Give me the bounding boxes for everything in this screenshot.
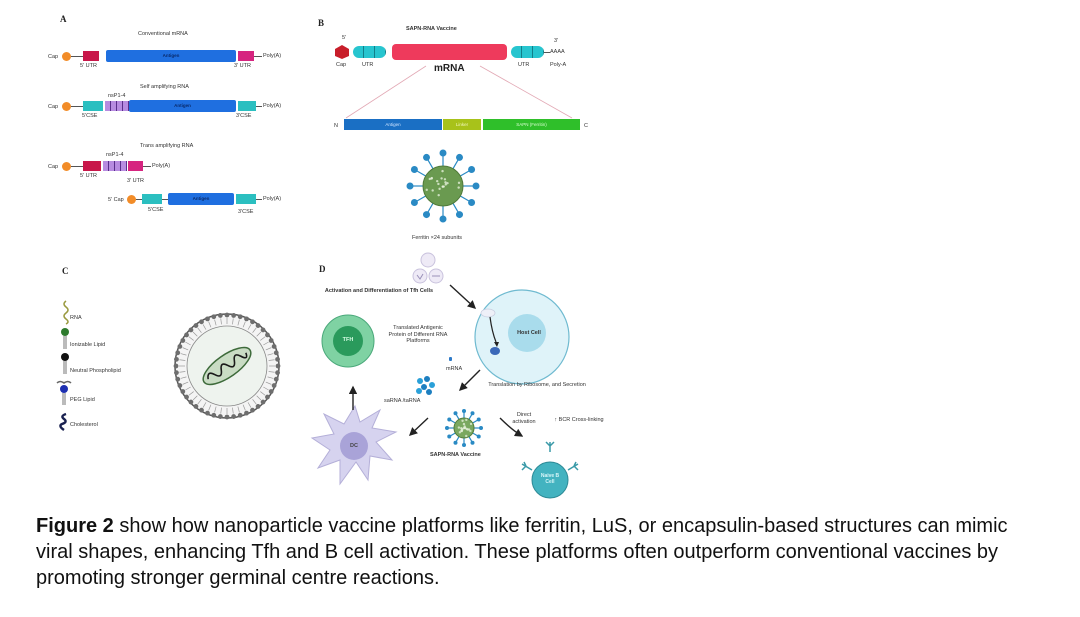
conventional-mrna-title: Conventional mRNA [138, 31, 188, 37]
ferritin-nanoparticle-icon [405, 148, 481, 224]
nsp-label: nsP1-4 [106, 152, 123, 158]
polya-label: Poly(A) [263, 103, 281, 109]
arrow-from-host-cell [460, 370, 480, 390]
polya-label: Poly(A) [263, 196, 281, 202]
cse3-block [236, 194, 256, 204]
utr3-label: 3' UTR [127, 178, 144, 184]
antigen-label: Antigen [344, 119, 442, 130]
arrow-vaccine-to-bcell [500, 418, 522, 436]
cap-icon [127, 195, 136, 204]
figure-caption: Figure 2 show how nanoparticle vaccine p… [36, 513, 1046, 591]
nanoparticle-label: Ferritin ×24 subunits [412, 235, 462, 241]
cap-label: Cap [48, 54, 58, 60]
legend-label-cholesterol: Cholesterol [70, 422, 98, 428]
figure-label: Figure 2 [36, 515, 114, 537]
utr5-label: 5' UTR [80, 173, 97, 179]
caption-text: show how nanoparticle vaccine platforms … [36, 515, 1008, 589]
c-terminus-label: C [584, 123, 588, 129]
polya-label: Poly(A) [263, 53, 281, 59]
cse5-label: 5'CSE [82, 113, 97, 119]
sapn-label: SAPN (Ferritin) [483, 119, 580, 130]
panel-b-title: SAPN-RNA Vaccine [406, 26, 457, 32]
cse5-label: 5'CSE [148, 207, 163, 213]
panel-a-letter: A [60, 14, 67, 24]
connector-line [71, 166, 83, 167]
utr3-label: 3' UTR [234, 63, 251, 69]
cse3-block [238, 101, 256, 111]
zoom-lines [340, 66, 580, 126]
three-prime-label: 3' [554, 38, 558, 44]
connector-line [143, 166, 151, 167]
cse3-label: 3'CSE [236, 113, 251, 119]
mrna-block [392, 44, 507, 60]
cap-icon [62, 102, 71, 111]
cholesterol-icon [58, 413, 70, 431]
connector-line [256, 199, 262, 200]
antigen-label: Antigen [168, 193, 234, 205]
cap-label: Cap [48, 164, 58, 170]
connector-line [254, 56, 262, 57]
arrow-to-host-cell [450, 285, 475, 308]
connector-line [71, 106, 83, 107]
linker-label: Linker [443, 119, 481, 130]
legend-label-peg-lipid: PEG Lipid [70, 397, 95, 403]
five-prime-label: 5' [342, 35, 346, 41]
nsp-block [103, 161, 127, 171]
panel-b-letter: B [318, 18, 324, 28]
antigen-block: Antigen [106, 50, 236, 62]
sapn-block: SAPN (Ferritin) [483, 119, 580, 130]
cap-icon [62, 162, 71, 171]
utr5-label: 5' UTR [80, 63, 97, 69]
utr3-block [238, 51, 254, 61]
legend-label-rna: RNA [70, 315, 82, 321]
cap-hexagon-icon [334, 44, 350, 60]
legend-label-ionizable-lipid: Ionizable Lipid [70, 342, 105, 348]
process-arrows [300, 270, 620, 490]
utr-left-block [353, 46, 386, 58]
legend-label-neutral-phospholipid: Neutral Phospholipid [70, 368, 121, 374]
antigen-block: Antigen [344, 119, 442, 130]
antigen-label: Antigen [106, 50, 236, 62]
linker-block: Linker [443, 119, 481, 130]
connector-line [256, 106, 262, 107]
cap-icon [62, 52, 71, 61]
cse5-block [83, 101, 103, 111]
self-amplifying-title: Self amplifying RNA [140, 84, 189, 90]
trans-amplifying-title: Trans amplifying RNA [140, 143, 193, 149]
connector-line [71, 56, 83, 57]
panel-c-letter: C [62, 266, 69, 276]
utr-right-block [511, 46, 544, 58]
lipid-nanoparticle-icon [172, 311, 282, 421]
nsp-block [105, 101, 129, 111]
polya-label: Poly(A) [152, 163, 170, 169]
nsp-label: nsP1-4 [108, 93, 125, 99]
utr3-block [128, 161, 143, 171]
antigen-label: Antigen [129, 100, 236, 112]
cap2-label: 5' Cap [108, 197, 124, 203]
n-terminus-label: N [334, 123, 338, 129]
cse3-label: 3'CSE [238, 209, 253, 215]
antigen-block: Antigen [168, 193, 234, 205]
aaaa-label: AAAA [550, 49, 565, 55]
cse5-block [142, 194, 162, 204]
utr5-block [83, 51, 99, 61]
cap-label: Cap [48, 104, 58, 110]
utr5-block [83, 161, 101, 171]
antigen-block: Antigen [129, 100, 236, 112]
arrow-vaccine-to-dc [410, 418, 428, 435]
